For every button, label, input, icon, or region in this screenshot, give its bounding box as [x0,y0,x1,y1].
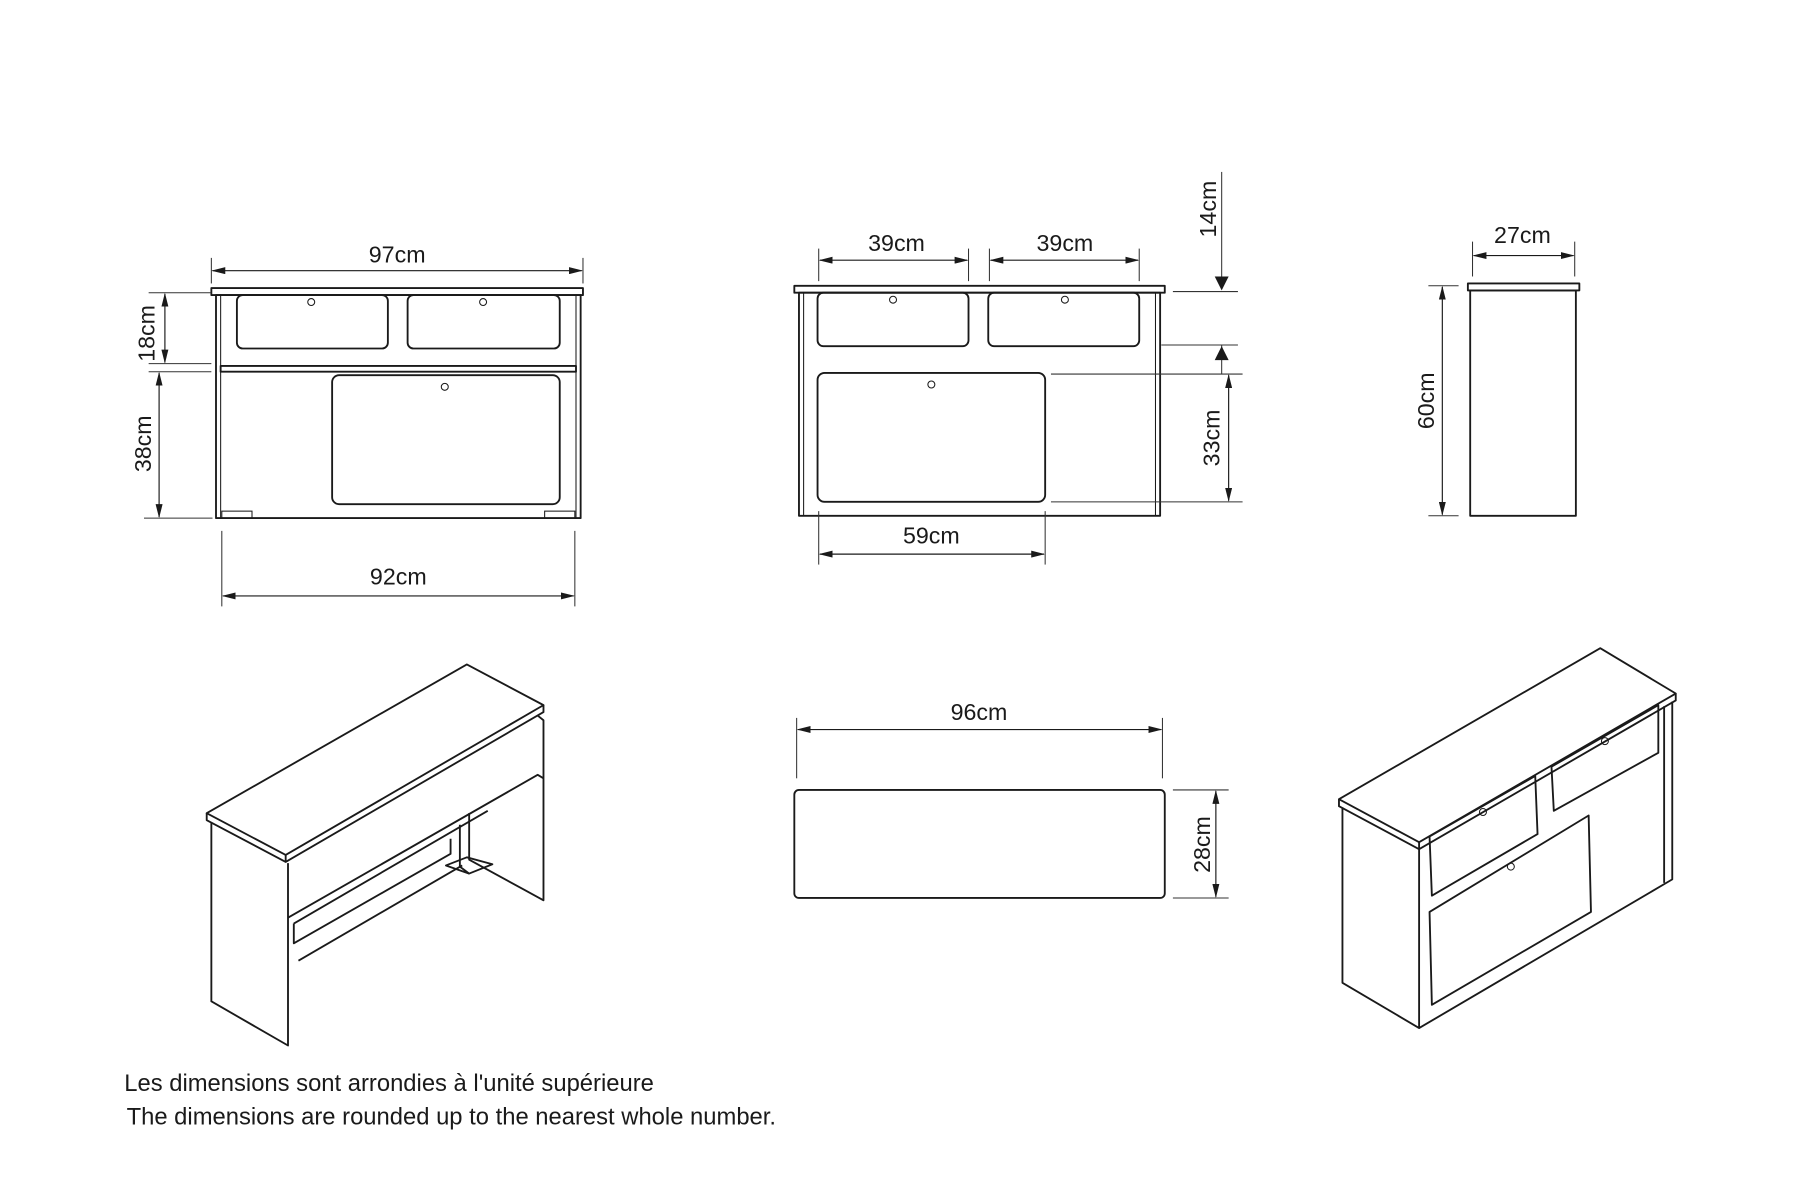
front-view-back: 97cm 18cm 38cm 92cm [130,242,584,607]
isometric-front-view [1338,647,1677,1030]
isometric-back-view [205,663,545,1047]
knob-icon [479,298,488,307]
dim-97cm: 97cm [369,242,426,268]
top-view: 96cm 28cm [793,699,1229,899]
note-french: Les dimensions sont arrondies à l'unité … [124,1070,654,1097]
dim-96cm: 96cm [951,699,1008,725]
note-english: The dimensions are rounded up to the nea… [127,1103,776,1130]
dim-59cm: 59cm [903,523,960,549]
dim-28cm: 28cm [1189,816,1215,873]
dim-39cm-left: 39cm [868,230,925,256]
knob-icon [307,298,316,307]
knob-icon [1060,295,1069,304]
knob-icon [440,382,449,391]
side-view: 27cm 60cm [1413,222,1581,517]
dim-18cm: 18cm [133,305,159,362]
knob-icon [889,295,898,304]
dim-33cm: 33cm [1198,410,1224,467]
knob-icon [1600,737,1609,746]
knob-icon [1478,807,1487,817]
dim-60cm: 60cm [1413,372,1439,429]
front-view: 39cm 39cm 14cm 33cm 59cm [793,171,1243,565]
dim-39cm-right: 39cm [1037,230,1094,256]
dim-27cm: 27cm [1494,222,1551,248]
knob-icon [927,380,936,389]
dim-38cm: 38cm [130,415,156,472]
dim-92cm: 92cm [370,563,427,589]
dim-14cm: 14cm [1195,181,1221,238]
knob-icon [1506,862,1515,871]
